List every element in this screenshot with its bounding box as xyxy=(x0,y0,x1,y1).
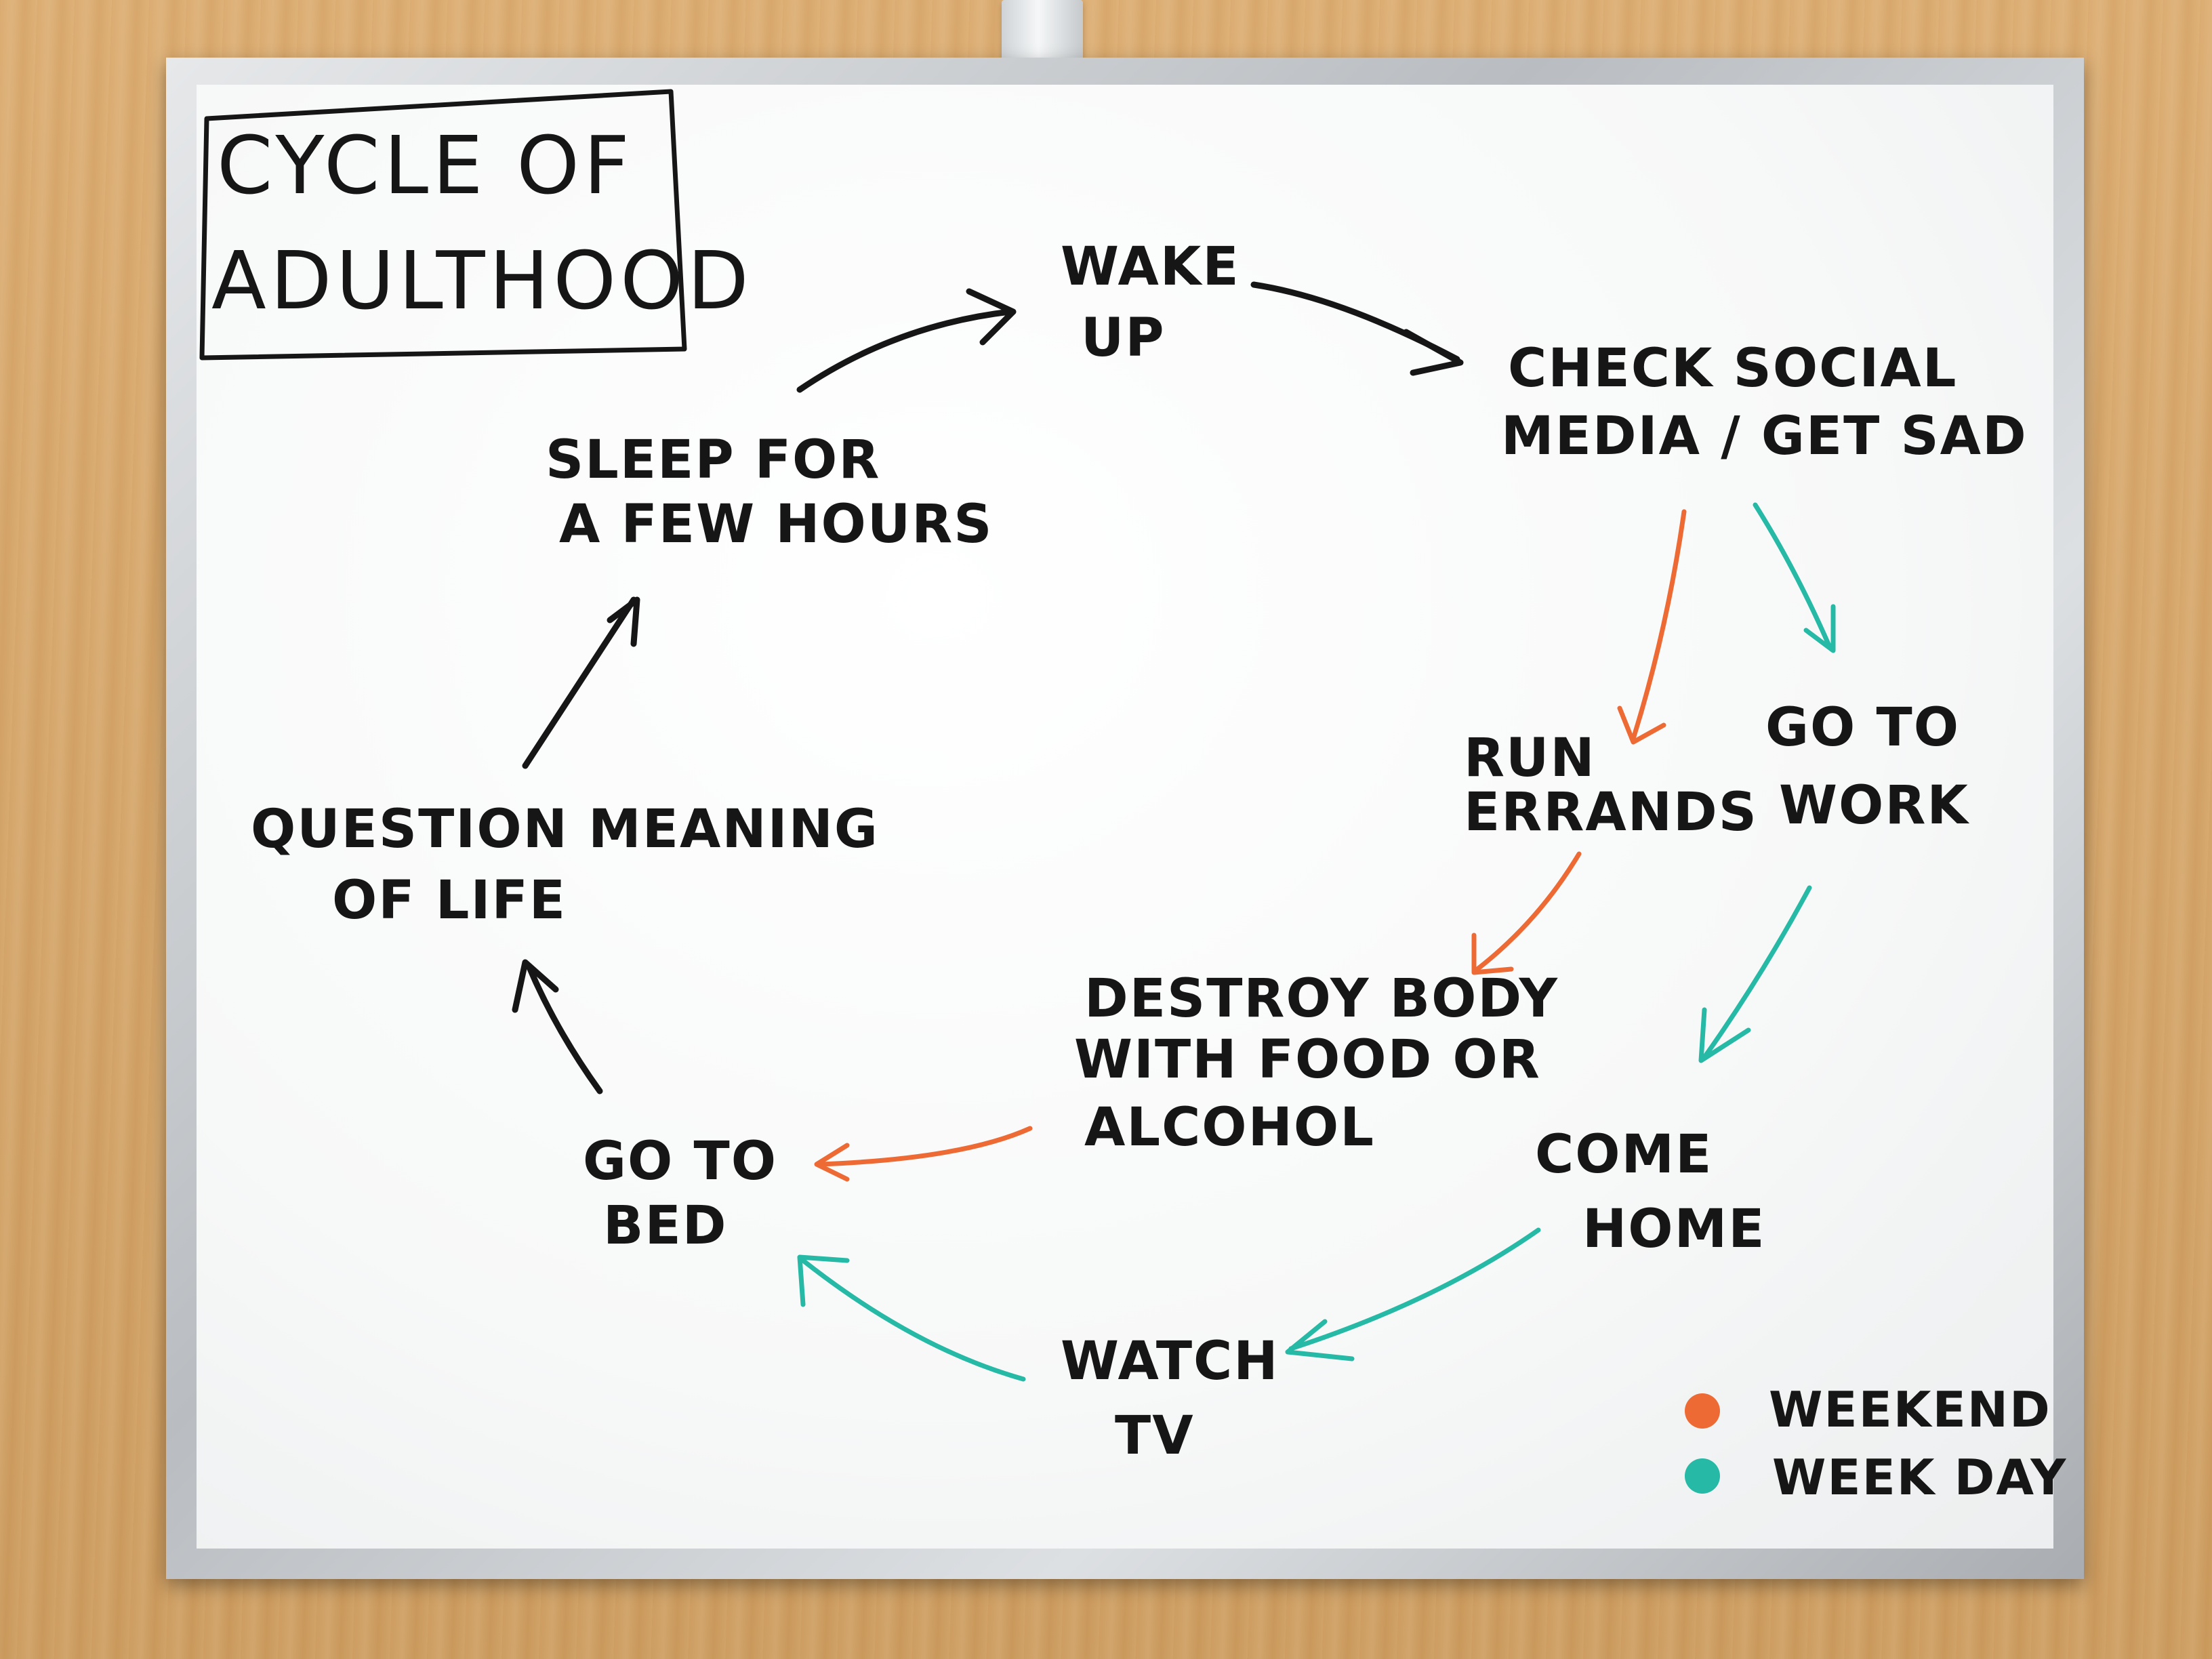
svg-text:WATCH: WATCH xyxy=(1061,1331,1279,1392)
svg-text:SLEEP FOR: SLEEP FOR xyxy=(546,430,880,491)
svg-text:TV: TV xyxy=(1115,1406,1195,1467)
legend-weekday-dot xyxy=(1685,1458,1720,1494)
svg-text:BED: BED xyxy=(603,1195,727,1256)
svg-text:WEEKEND: WEEKEND xyxy=(1769,1381,2051,1438)
arrow-weekday-check-to-work xyxy=(1753,502,1836,653)
arrow-sleep-to-wake xyxy=(796,288,1017,393)
legend: WEEKEND WEEK DAY xyxy=(1685,1381,2067,1506)
node-watch-tv: WATCH TV xyxy=(1061,1331,1279,1467)
node-question-meaning: QUESTION MEANING OF LIFE xyxy=(251,799,879,931)
svg-text:WORK: WORK xyxy=(1779,775,1969,836)
arrow-weekend-destroy-to-bed xyxy=(814,1126,1033,1182)
node-go-to-work: GO TO WORK xyxy=(1765,697,1969,836)
svg-text:GO TO: GO TO xyxy=(1765,697,1960,758)
svg-text:CHECK SOCIAL: CHECK SOCIAL xyxy=(1508,338,1957,399)
svg-text:OF LIFE: OF LIFE xyxy=(332,870,567,931)
title-box: CYCLE OF ADULTHOOD xyxy=(199,89,753,361)
node-go-to-bed: GO TO BED xyxy=(583,1131,777,1256)
svg-text:WITH FOOD OR: WITH FOOD OR xyxy=(1074,1029,1541,1090)
arrow-question-to-sleep xyxy=(522,596,640,769)
arrow-weekday-work-to-home xyxy=(1698,885,1812,1063)
legend-weekend-dot xyxy=(1685,1393,1720,1429)
node-check-social-media: CHECK SOCIAL MEDIA / GET SAD xyxy=(1501,338,2028,467)
node-come-home: COME HOME xyxy=(1535,1124,1766,1260)
svg-text:ALCOHOL: ALCOHOL xyxy=(1084,1097,1375,1158)
svg-text:MEDIA / GET SAD: MEDIA / GET SAD xyxy=(1501,406,2028,467)
node-sleep: SLEEP FOR A FEW HOURS xyxy=(546,430,993,555)
arrow-bed-to-question xyxy=(512,959,603,1094)
node-destroy-body: DESTROY BODY WITH FOOD OR ALCOHOL xyxy=(1074,968,1559,1158)
svg-text:GO TO: GO TO xyxy=(583,1131,777,1192)
arrow-weekend-check-to-errands xyxy=(1617,509,1687,745)
arrow-weekend-errands-to-destroy xyxy=(1471,851,1582,975)
arrow-wake-to-check xyxy=(1250,281,1464,376)
svg-text:DESTROY BODY: DESTROY BODY xyxy=(1084,968,1559,1029)
title-line-1: CYCLE OF xyxy=(217,119,634,212)
svg-text:WAKE: WAKE xyxy=(1061,237,1240,298)
svg-text:A FEW HOURS: A FEW HOURS xyxy=(559,494,993,555)
svg-text:ERRANDS: ERRANDS xyxy=(1464,782,1758,843)
svg-text:WEEK DAY: WEEK DAY xyxy=(1772,1449,2067,1506)
svg-text:QUESTION MEANING: QUESTION MEANING xyxy=(251,799,879,860)
node-wake-up: WAKE UP xyxy=(1061,237,1240,369)
whiteboard-surface xyxy=(197,85,2053,1549)
svg-text:UP: UP xyxy=(1081,308,1166,369)
legend-item-weekend: WEEKEND xyxy=(1685,1381,2051,1438)
legend-item-weekday: WEEK DAY xyxy=(1685,1449,2067,1506)
svg-text:COME: COME xyxy=(1535,1124,1713,1185)
svg-text:HOME: HOME xyxy=(1582,1199,1766,1260)
title-line-2: ADULTHOOD xyxy=(211,234,753,327)
arrow-weekday-home-to-tv xyxy=(1285,1227,1541,1361)
node-run-errands: RUN ERRANDS xyxy=(1464,728,1758,843)
arrow-weekday-tv-to-bed xyxy=(797,1254,1026,1382)
svg-text:RUN: RUN xyxy=(1464,728,1596,789)
